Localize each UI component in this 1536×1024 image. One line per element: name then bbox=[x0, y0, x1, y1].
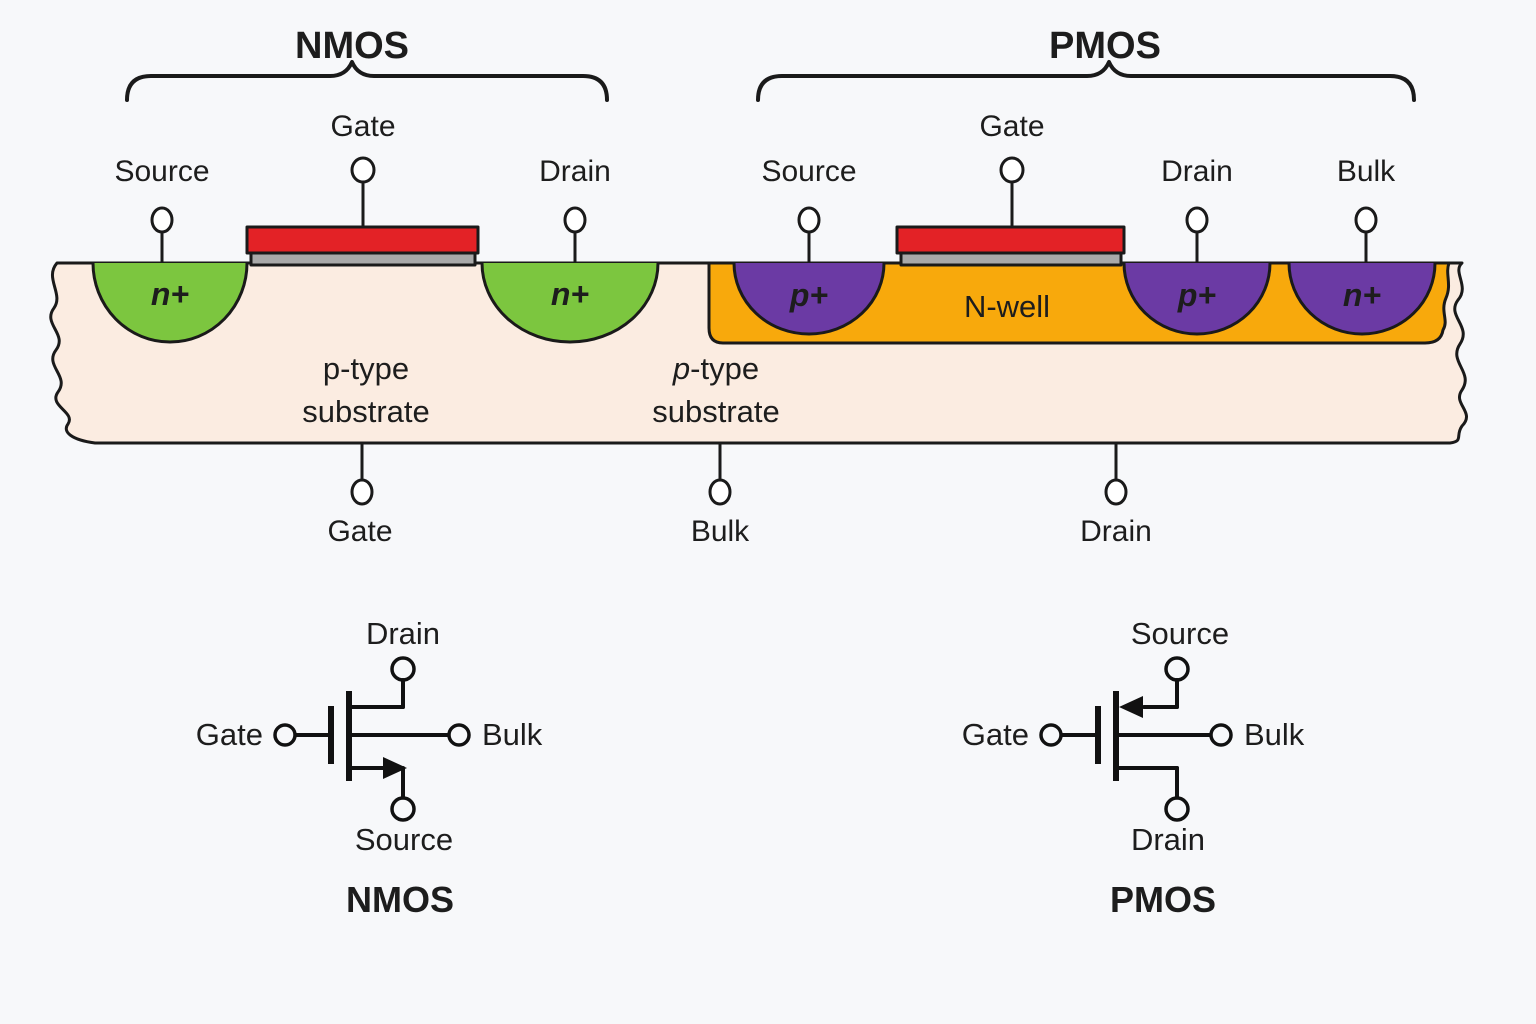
nmos-drain-n-plus-region bbox=[480, 262, 660, 344]
nmos-gate-label: Gate bbox=[330, 110, 395, 143]
pmos-drain-doping-label: p+ bbox=[1177, 277, 1216, 313]
bottom-gate-label: Gate bbox=[327, 515, 392, 548]
nmos-symbol-source-label: Source bbox=[355, 822, 453, 857]
nmos-symbol: Drain Gate Bulk Source NMOS bbox=[196, 616, 543, 920]
nmos-symbol-gate-label: Gate bbox=[196, 717, 263, 752]
nmos-symbol-bulk-label: Bulk bbox=[482, 717, 543, 752]
substrate-label-right: p-type substrate bbox=[652, 351, 780, 429]
pmos-symbol-title: PMOS bbox=[1110, 879, 1216, 920]
bottom-drain-terminal-circle bbox=[1104, 478, 1128, 506]
pmos-bulk-terminal-circle bbox=[1354, 206, 1378, 234]
nmos-symbol-drain-label: Drain bbox=[366, 616, 440, 651]
nmos-symbol-drain-circle bbox=[390, 656, 416, 682]
pmos-source-terminal: Source bbox=[761, 155, 857, 263]
bottom-gate-terminal-circle bbox=[350, 478, 374, 506]
nmos-brace bbox=[125, 60, 609, 102]
nmos-title: NMOS bbox=[295, 25, 409, 67]
nmos-symbol-gate-circle bbox=[273, 723, 297, 747]
pmos-symbol-source-circle bbox=[1164, 656, 1190, 682]
pmos-gate-label: Gate bbox=[979, 110, 1044, 143]
pmos-symbol: Source Gate Bulk Drain PMOS bbox=[962, 616, 1305, 920]
pmos-gate-electrode bbox=[895, 225, 1126, 255]
pmos-gate-terminal-circle bbox=[999, 156, 1025, 184]
n-well-label: N-well bbox=[964, 289, 1050, 324]
pmos-bulk-doping-label: n+ bbox=[1343, 277, 1381, 313]
nmos-drain-doping-label: n+ bbox=[551, 276, 589, 312]
pmos-brace bbox=[756, 60, 1416, 102]
nmos-gate-electrode bbox=[245, 225, 480, 255]
nmos-gate-terminal: Gate bbox=[330, 110, 396, 227]
nmos-symbol-source-circle bbox=[390, 796, 416, 822]
pmos-source-doping-label: p+ bbox=[789, 277, 828, 313]
pmos-source-label: Source bbox=[761, 155, 856, 188]
nmos-drain-terminal: Drain bbox=[539, 155, 611, 263]
pmos-symbol-source-arrow bbox=[1119, 696, 1143, 718]
nmos-source-doping-label: n+ bbox=[151, 276, 189, 312]
pmos-symbol-gate-circle bbox=[1039, 723, 1063, 747]
pmos-title: PMOS bbox=[1049, 25, 1161, 67]
nmos-source-label: Source bbox=[114, 155, 209, 188]
nmos-source-n-plus-region bbox=[91, 262, 249, 344]
svg-text:p-type: p-type bbox=[672, 351, 759, 386]
nmos-symbol-source-arrow bbox=[383, 757, 407, 779]
nmos-source-terminal-circle bbox=[150, 206, 174, 234]
nmos-symbol-bulk-circle bbox=[447, 723, 471, 747]
pmos-gate-terminal: Gate bbox=[979, 110, 1045, 227]
svg-text:substrate: substrate bbox=[652, 394, 780, 429]
bottom-drain-label: Drain bbox=[1080, 515, 1152, 548]
nmos-drain-terminal-circle bbox=[563, 206, 587, 234]
pmos-symbol-bulk-label: Bulk bbox=[1244, 717, 1305, 752]
bottom-bulk-terminal: Bulk bbox=[691, 443, 750, 548]
pmos-drain-terminal: Drain bbox=[1161, 155, 1233, 263]
pmos-source-terminal-circle bbox=[797, 206, 821, 234]
pmos-symbol-gate-label: Gate bbox=[962, 717, 1029, 752]
nmos-gate-terminal-circle bbox=[350, 156, 376, 184]
svg-text:p-type: p-type bbox=[323, 351, 409, 386]
pmos-symbol-bulk-circle bbox=[1209, 723, 1233, 747]
svg-text:substrate: substrate bbox=[302, 394, 430, 429]
nmos-drain-label: Drain bbox=[539, 155, 611, 188]
bottom-bulk-label: Bulk bbox=[691, 515, 750, 548]
bottom-drain-terminal: Drain bbox=[1080, 443, 1152, 548]
bottom-gate-terminal: Gate bbox=[327, 443, 393, 548]
pmos-bulk-n-plus-region bbox=[1287, 262, 1437, 336]
pmos-bulk-label: Bulk bbox=[1337, 155, 1396, 188]
pmos-drain-terminal-circle bbox=[1185, 206, 1209, 234]
nmos-symbol-title: NMOS bbox=[346, 879, 454, 920]
pmos-source-p-plus-region bbox=[732, 262, 886, 336]
pmos-drain-label: Drain bbox=[1161, 155, 1233, 188]
bottom-bulk-terminal-circle bbox=[708, 478, 732, 506]
nmos-source-terminal: Source bbox=[114, 155, 210, 263]
substrate-label-left: p-type substrate bbox=[302, 351, 430, 429]
pmos-bulk-terminal: Bulk bbox=[1337, 155, 1396, 263]
pmos-symbol-drain-label: Drain bbox=[1131, 822, 1205, 857]
pmos-symbol-source-label: Source bbox=[1131, 616, 1229, 651]
pmos-symbol-drain-circle bbox=[1164, 796, 1190, 822]
pmos-drain-p-plus-region bbox=[1122, 262, 1272, 336]
